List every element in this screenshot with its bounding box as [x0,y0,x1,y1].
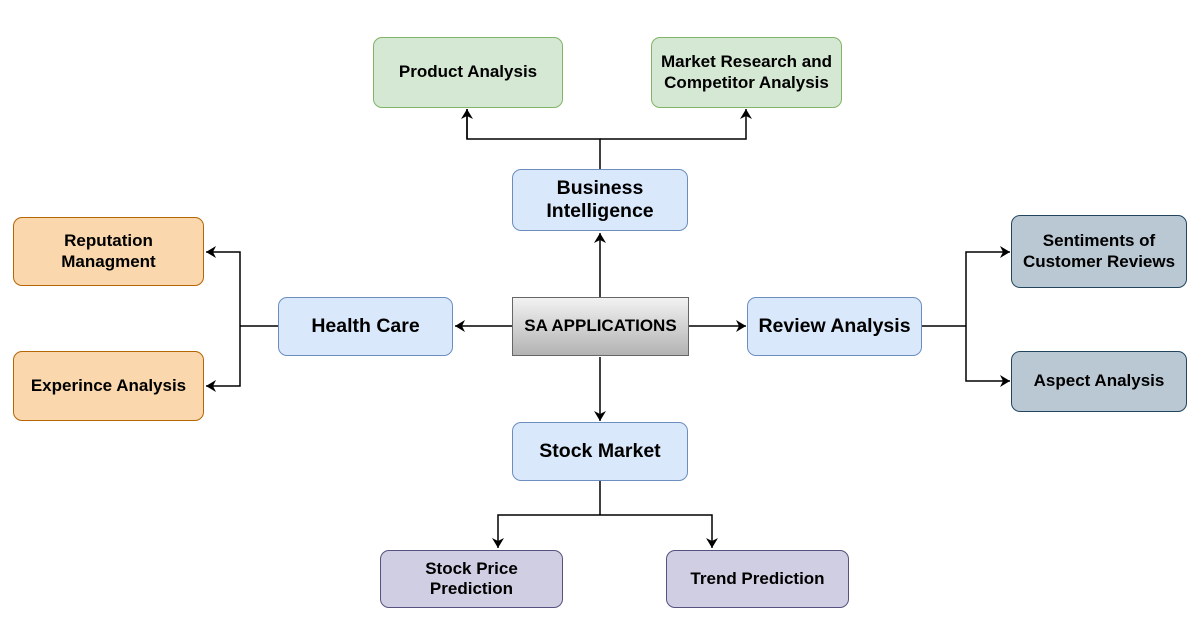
connector-health-to-reputation [206,246,241,326]
aspect-analysis-label: Aspect Analysis [1033,371,1165,391]
connector-health-to-experience [206,326,241,392]
stock-market-node: Stock Market [512,422,688,481]
market-research-label: Market Research and Competitor Analysis [660,52,833,92]
health-care-label: Health Care [311,314,420,337]
connector-business-trunk [466,109,601,169]
stock-market-label: Stock Market [539,439,661,462]
product-analysis-label: Product Analysis [398,62,538,82]
sa-applications-label: SA APPLICATIONS [524,316,677,336]
business-intelligence-node: Business Intelligence [512,169,688,231]
reputation-management-node: Reputation Managment [13,217,204,286]
connector-stock-to-price-prediction [492,514,600,548]
review-analysis-label: Review Analysis [758,314,911,337]
reputation-management-label: Reputation Managment [61,231,156,271]
review-analysis-node: Review Analysis [747,297,922,356]
product-analysis-node: Product Analysis [373,37,563,108]
experience-analysis-label: Experince Analysis [30,375,187,395]
trend-prediction-label: Trend Prediction [690,568,825,588]
customer-sentiments-label: Sentiments of Customer Reviews [1022,231,1176,271]
experience-analysis-node: Experince Analysis [13,351,204,421]
aspect-analysis-node: Aspect Analysis [1011,351,1187,412]
connector-review-to-aspect [965,326,1010,387]
customer-sentiments-node: Sentiments of Customer Reviews [1011,215,1187,288]
stock-price-prediction-label: Stock Price Prediction [425,558,518,598]
stock-price-prediction-node: Stock Price Prediction [380,550,563,608]
trend-prediction-node: Trend Prediction [666,550,849,608]
business-intelligence-label: Business Intelligence [546,176,654,222]
market-research-node: Market Research and Competitor Analysis [651,37,842,108]
connector-business-to-market-research [600,109,752,140]
sa-applications-node: SA APPLICATIONS [512,297,689,356]
connector-review-to-sentiments [965,246,1010,326]
connector-stock-to-trend-prediction [600,514,718,548]
health-care-node: Health Care [278,297,453,356]
